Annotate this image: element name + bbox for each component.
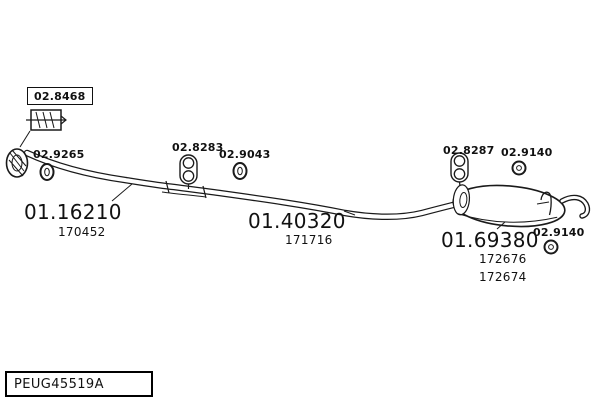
part-number-front-pipe: 01.16210: [24, 200, 122, 224]
front-flange-icon: [5, 148, 29, 178]
nut-top-icon: [511, 160, 527, 176]
part-number-label-gasket: 02.8468: [27, 87, 93, 105]
nut-bottom-icon: [543, 239, 559, 255]
part-ref-rear-silencer-1: 172676: [479, 252, 527, 266]
ring-gasket-mid-icon: [232, 162, 248, 180]
ring-gasket-front-icon: [39, 163, 55, 181]
part-number-rear-silencer: 01.69380: [441, 228, 539, 252]
part-ref-centre-pipe: 171716: [285, 233, 333, 247]
part-number-label-front-ring: 02.9265: [33, 148, 85, 161]
part-number-label-mid-hanger: 02.8283: [172, 141, 224, 154]
part-number-label-nut-top: 02.9140: [501, 146, 553, 159]
catalogue-code: PEUG45519A: [14, 376, 104, 392]
catalogue-code-box: PEUG45519A: [5, 371, 153, 397]
part-ref-rear-silencer-2: 172674: [479, 270, 527, 284]
part-number-label-nut-bottom: 02.9140: [533, 226, 585, 239]
rear-silencer-drawing: [452, 184, 591, 228]
leader-lines: [111, 183, 506, 230]
part-number-label-mid-ring: 02.9043: [219, 148, 271, 161]
part-number-label-rear-hanger: 02.8287: [443, 144, 495, 157]
part-ref-front-pipe: 170452: [58, 225, 106, 239]
part-number-centre-pipe: 01.40320: [248, 209, 346, 233]
gasket-icon: [19, 109, 67, 148]
rubber-hanger-mid-icon: [179, 154, 198, 189]
rubber-hanger-rear-icon: [450, 152, 469, 191]
exhaust-pipe-drawing: [23, 149, 461, 221]
